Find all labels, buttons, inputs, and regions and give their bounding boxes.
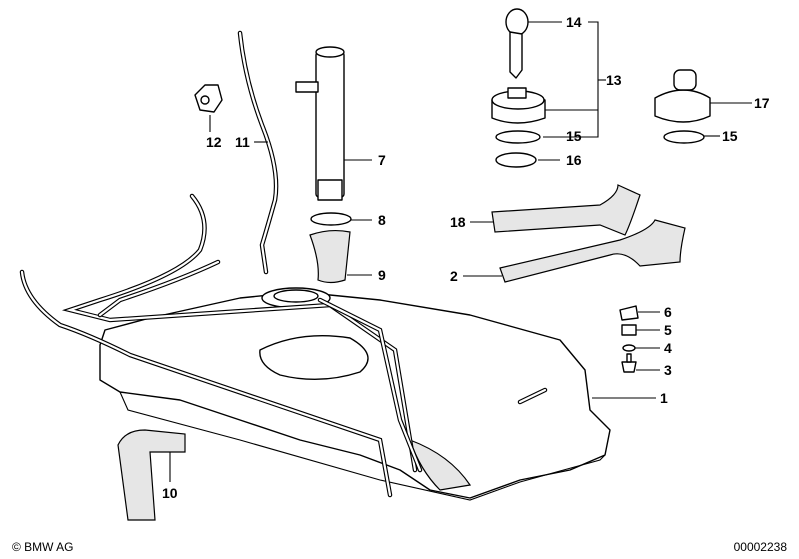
label-18[interactable]: 18 — [450, 214, 466, 230]
label-9[interactable]: 9 — [378, 267, 386, 283]
filler-cap[interactable] — [654, 69, 711, 123]
label-12[interactable]: 12 — [206, 134, 222, 150]
clip[interactable] — [194, 84, 223, 113]
label-11[interactable]: 11 — [235, 134, 250, 150]
label-3[interactable]: 3 — [664, 362, 672, 378]
label-14[interactable]: 14 — [566, 14, 582, 30]
label-7[interactable]: 7 — [378, 152, 386, 168]
locking-cap[interactable] — [491, 87, 546, 124]
label-5[interactable]: 5 — [664, 322, 672, 338]
label-16[interactable]: 16 — [566, 152, 582, 168]
label-10[interactable]: 10 — [162, 485, 178, 501]
fuel-tank[interactable] — [99, 287, 611, 501]
label-17[interactable]: 17 — [754, 95, 770, 111]
leader-lines — [169, 21, 752, 482]
label-15[interactable]: 15 — [566, 128, 582, 144]
foam-pad[interactable] — [117, 429, 186, 521]
filler-neck[interactable] — [295, 46, 345, 201]
label-8[interactable]: 8 — [378, 212, 386, 228]
hose-clamp[interactable] — [310, 212, 352, 226]
diagram-id: 00002238 — [733, 540, 787, 554]
ring[interactable] — [495, 152, 537, 168]
fuel-lines — [19, 193, 548, 498]
label-15-right[interactable]: 15 — [722, 128, 738, 144]
label-13[interactable]: 13 — [606, 72, 622, 88]
copyright: © BMW AG — [12, 540, 74, 554]
key[interactable] — [505, 8, 529, 79]
label-6[interactable]: 6 — [664, 304, 672, 320]
label-2[interactable]: 2 — [450, 268, 458, 284]
tank-strap[interactable] — [499, 219, 686, 283]
gasket[interactable] — [495, 130, 541, 144]
label-1[interactable]: 1 — [660, 390, 668, 406]
gasket-right[interactable] — [663, 130, 705, 144]
bolt-set[interactable] — [619, 305, 639, 373]
label-4[interactable]: 4 — [664, 340, 672, 356]
strap-pad[interactable] — [491, 184, 641, 236]
filler-hose[interactable] — [309, 229, 351, 284]
